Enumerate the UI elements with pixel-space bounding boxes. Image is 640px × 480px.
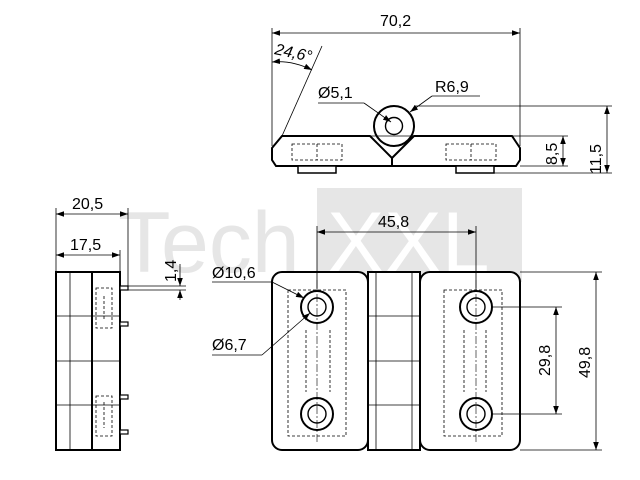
- dim-counterbore-diameter: Ø10,6: [212, 265, 256, 282]
- watermark-brand-light: Tech: [118, 195, 300, 291]
- dim-hole-spacing-v: 29,8: [537, 345, 554, 376]
- top-view-left-leaf: [271, 135, 393, 167]
- front-view: [271, 271, 521, 451]
- top-view-pin-left: [297, 165, 337, 174]
- dim-leaf-thickness: 8,5: [544, 143, 561, 165]
- front-view-hole-bottom-left: [307, 404, 327, 424]
- front-view-hole-bottom-right: [466, 404, 486, 424]
- top-view: [271, 105, 521, 174]
- leader-bore-arrow: [363, 102, 392, 123]
- leader-radius-arrow: [409, 95, 433, 113]
- dim-pin-offset: 1,4: [163, 260, 180, 282]
- front-view-dimensions: 45,8 Ø10,6 Ø6,7 29,8 49,8: [212, 214, 602, 451]
- dim-hole-diameter: Ø6,7: [212, 337, 247, 354]
- side-view: [55, 271, 129, 451]
- dim-overall-width: 70,2: [380, 13, 411, 30]
- top-view-pin-right: [455, 165, 495, 174]
- dim-angle: 24,6°: [272, 41, 314, 66]
- top-view-dimensions: 70,2 24,6° Ø5,1 R6,9 8,5 11,5: [271, 13, 612, 174]
- front-view-hole-top-left: [307, 297, 327, 317]
- dim-side-body-depth: 17,5: [70, 237, 101, 254]
- side-view-dimensions: 20,5 17,5 1,4: [55, 196, 186, 300]
- side-view-pin-3: [119, 394, 129, 400]
- dim-knuckle-radius: R6,9: [435, 79, 469, 96]
- front-view-hidden-right: [443, 289, 503, 437]
- side-view-hidden-top: [95, 287, 113, 329]
- front-view-hole-top-right: [466, 297, 486, 317]
- front-view-counterbore-bottom-left: [300, 397, 334, 431]
- dim-leaf-height: 49,8: [577, 347, 594, 378]
- angle-arc: [271, 58, 313, 71]
- dim-side-depth: 20,5: [72, 196, 103, 213]
- watermark-box: [317, 188, 522, 282]
- side-view-pin-4: [119, 429, 129, 435]
- front-view-right-leaf: [419, 271, 521, 451]
- top-view-bore: [384, 116, 404, 136]
- dim-hole-spacing-h: 45,8: [378, 214, 409, 231]
- dim-total-height: 11,5: [588, 144, 605, 174]
- side-view-hidden-bottom: [95, 395, 113, 437]
- front-view-hidden-right-waist: [463, 330, 487, 392]
- front-view-hidden-left-waist: [305, 330, 331, 392]
- top-view-knuckle: [373, 105, 415, 147]
- dim-bore-diameter: Ø5,1: [318, 85, 353, 102]
- top-view-right-leaf: [391, 135, 521, 167]
- leader-counterbore-arrow: [271, 281, 305, 299]
- side-view-pin-2: [119, 321, 129, 327]
- side-view-pin-1: [119, 285, 129, 291]
- leader-hole-arrow: [261, 312, 311, 356]
- watermark: Tech XXL: [118, 188, 522, 291]
- angle-leg: [281, 45, 323, 137]
